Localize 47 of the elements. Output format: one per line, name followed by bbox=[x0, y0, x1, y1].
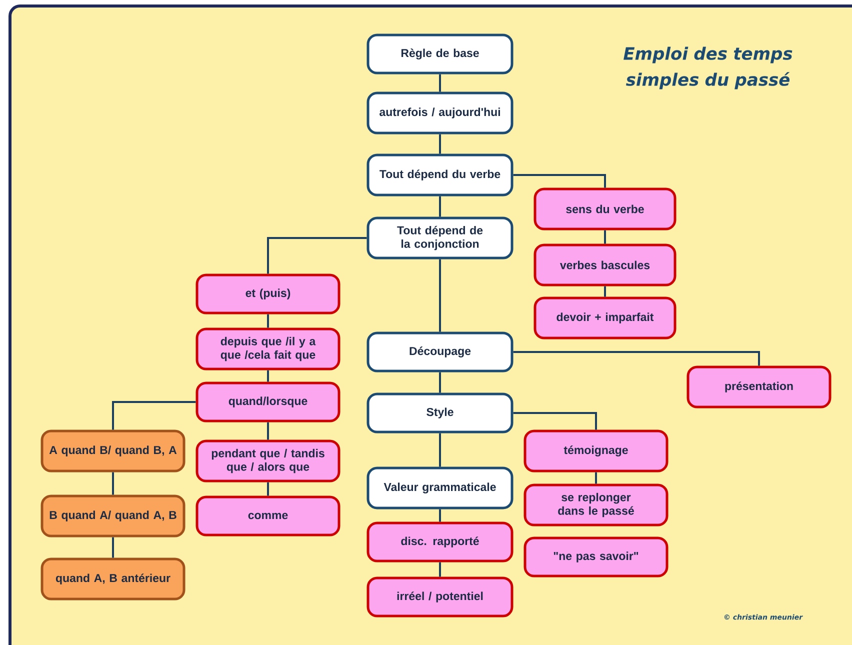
concept-box: autrefois / aujourd'hui bbox=[366, 92, 514, 134]
topic-box: pendant que / tandis que / alors que bbox=[196, 440, 340, 482]
connector-line bbox=[604, 286, 606, 297]
topic-box: témoignage bbox=[524, 430, 668, 472]
topic-box: devoir + imparfait bbox=[534, 296, 676, 340]
topic-box: se replonger dans le passé bbox=[524, 484, 668, 526]
concept-box: Tout dépend de la conjonction bbox=[366, 216, 514, 260]
connector-line bbox=[595, 472, 597, 484]
connector-line bbox=[112, 537, 114, 558]
topic-box: comme bbox=[196, 496, 340, 536]
topic-box: et (puis) bbox=[196, 274, 340, 314]
topic-box: présentation bbox=[686, 366, 832, 408]
example-box: B quand A/ quand A, B bbox=[40, 494, 186, 538]
concept-box: Tout dépend du verbe bbox=[366, 154, 514, 196]
connector-line bbox=[439, 259, 441, 332]
concept-box: Valeur grammaticale bbox=[366, 466, 514, 510]
topic-box: disc. rapporté bbox=[366, 522, 514, 562]
concept-box: Style bbox=[366, 392, 514, 434]
connector-line bbox=[439, 196, 441, 217]
connector-line bbox=[513, 412, 597, 430]
topic-box: irréel / potentiel bbox=[366, 576, 514, 618]
topic-box: "ne pas savoir" bbox=[524, 536, 668, 578]
connector-line bbox=[112, 472, 114, 495]
connector-line bbox=[439, 74, 441, 92]
connector-line bbox=[439, 372, 441, 393]
connector-line bbox=[439, 509, 441, 522]
topic-box: verbes bascules bbox=[534, 244, 676, 286]
connector-line bbox=[267, 482, 269, 496]
connector-line bbox=[267, 422, 269, 440]
title: Emploi des temps simples du passé bbox=[624, 46, 792, 90]
connector-line bbox=[439, 433, 441, 467]
concept-box: Règle de base bbox=[366, 34, 514, 74]
topic-box: depuis que /il y a que /cela fait que bbox=[196, 328, 340, 370]
topic-box: quand/lorsque bbox=[196, 382, 340, 422]
connector-line bbox=[439, 562, 441, 577]
example-box: quand A, B antérieur bbox=[40, 558, 186, 600]
connector-line bbox=[513, 351, 760, 366]
concept-box: Découpage bbox=[366, 332, 514, 372]
connector-line bbox=[112, 401, 196, 430]
connector-line bbox=[513, 174, 606, 188]
connector-line bbox=[439, 134, 441, 154]
connector-line bbox=[267, 237, 367, 274]
connector-line bbox=[267, 314, 269, 328]
topic-box: sens du verbe bbox=[534, 188, 676, 230]
connector-line bbox=[604, 230, 606, 244]
example-box: A quand B/ quand B, A bbox=[40, 430, 186, 472]
connector-line bbox=[267, 370, 269, 382]
